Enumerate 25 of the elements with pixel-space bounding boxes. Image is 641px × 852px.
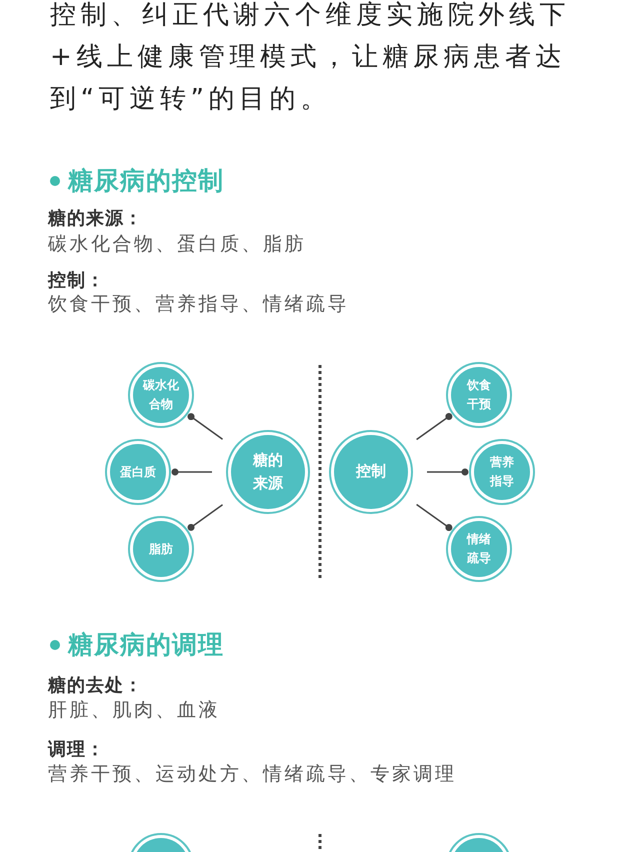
section-heading: 糖尿病的控制	[68, 165, 224, 197]
node-label: 蛋白质	[120, 464, 156, 481]
field-title: 控制：	[48, 269, 105, 292]
connector-line	[416, 412, 452, 440]
connector-line	[427, 468, 468, 476]
field-title: 糖的去处：	[48, 674, 143, 697]
field-text: 碳水化合物、蛋白质、脂肪	[48, 232, 306, 257]
connector-line	[172, 468, 212, 476]
field-text: 饮食干预、营养指导、情绪疏导	[48, 292, 349, 317]
connector-line	[188, 504, 223, 531]
node-label: 营养指导	[490, 454, 514, 490]
connector-line	[416, 504, 452, 532]
node-label: 控制	[356, 461, 386, 482]
field-text: 肝脏、肌肉、血液	[48, 698, 220, 723]
intro-paragraph: 控制、纠正代谢六个维度实施院外线下+线上健康管理模式，让糖尿病患者达到“可逆转”的目的。	[50, 0, 572, 116]
node-label: 饮食干预	[466, 377, 492, 413]
node-label: 碳水化合物	[142, 377, 180, 413]
node-label: 糖的来源	[252, 450, 284, 494]
field-title: 调理：	[48, 738, 105, 761]
field-text: 营养干预、运动处方、情绪疏导、专家调理	[48, 762, 456, 787]
node-label: 情绪疏导	[466, 531, 492, 567]
connector-line	[188, 413, 223, 440]
field-title: 糖的来源：	[48, 207, 143, 230]
section-heading: 糖尿病的调理	[68, 629, 224, 661]
node-label: 脂肪	[148, 540, 174, 558]
